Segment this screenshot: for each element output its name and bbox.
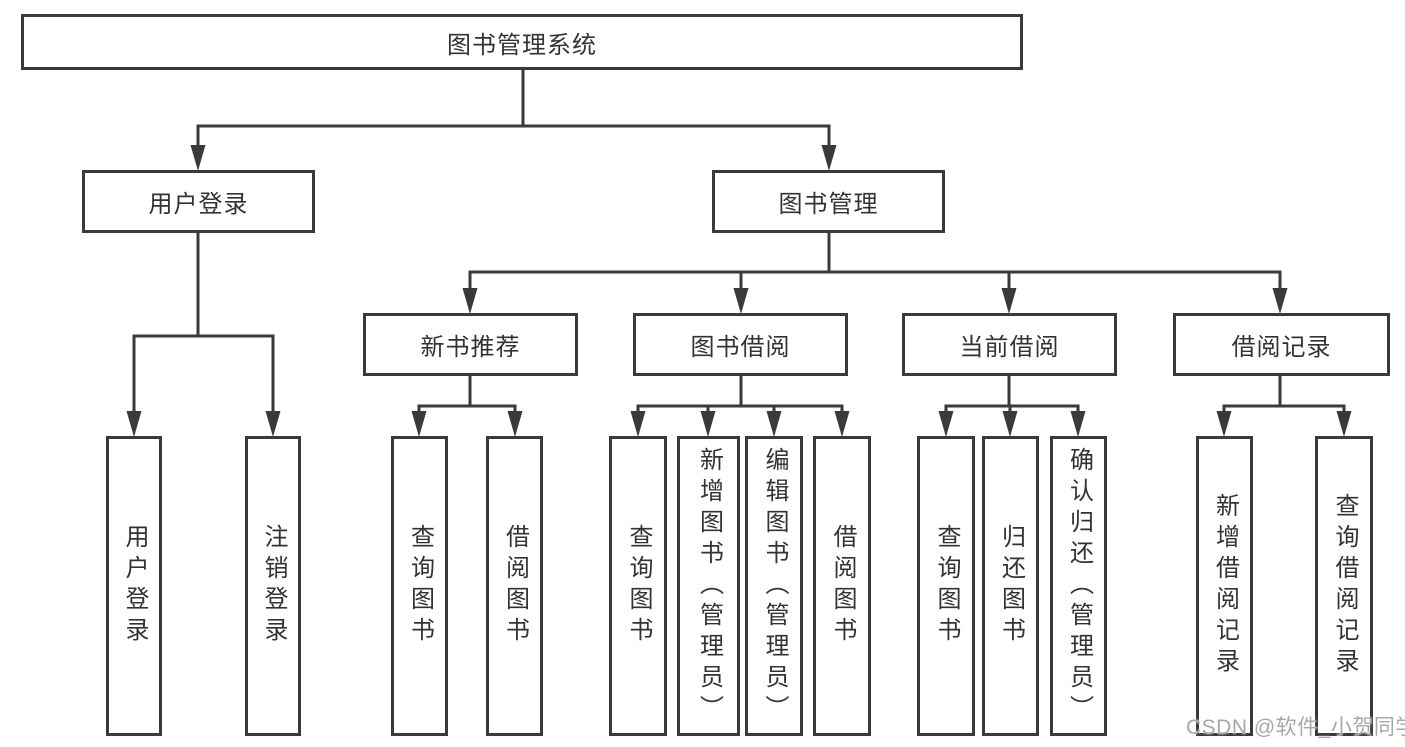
- leaf-logout: 注销登录: [245, 436, 301, 736]
- node-book-borrow: 图书借阅: [633, 313, 848, 376]
- arrowhead-icon: [1216, 411, 1232, 437]
- leaf-records-query-record: 查询借阅记录: [1315, 436, 1373, 736]
- arrowhead-icon: [1336, 411, 1352, 437]
- arrowhead-icon: [411, 411, 427, 437]
- leaf-current-query-books: 查询图书: [917, 436, 975, 736]
- leaf-borrow-query-books: 查询图书: [609, 436, 667, 736]
- arrowhead-icon: [1001, 288, 1017, 314]
- arrowhead-icon: [766, 411, 782, 437]
- arrowhead-icon: [1070, 411, 1086, 437]
- arrowhead-icon: [126, 411, 142, 437]
- leaf-current-confirm-return-admin: 确认归还（管理员）: [1050, 436, 1107, 736]
- leaf-newbook-borrow-books: 借阅图书: [486, 436, 543, 736]
- arrowhead-icon: [834, 411, 850, 437]
- leaf-borrow-borrow-books: 借阅图书: [813, 436, 871, 736]
- arrowhead-icon: [507, 411, 523, 437]
- arrowhead-icon: [1002, 411, 1018, 437]
- node-new-book-recommend: 新书推荐: [363, 313, 578, 376]
- leaf-records-add-record: 新增借阅记录: [1196, 436, 1253, 736]
- arrowheads: [126, 145, 1352, 437]
- node-borrow-records: 借阅记录: [1173, 313, 1390, 376]
- edge-root-bar: [196, 124, 831, 156]
- node-user-login: 用户登录: [82, 170, 315, 233]
- leaf-newbook-query-books: 查询图书: [391, 436, 448, 736]
- edge-newbook-bar: [417, 376, 517, 418]
- edge-bookmgmt-bar: [468, 270, 1282, 292]
- node-book-management: 图书管理: [712, 170, 945, 233]
- edge-bookborrow-bar: [636, 376, 844, 418]
- edge-userlogin-bar: [132, 334, 275, 416]
- arrowhead-icon: [190, 145, 206, 171]
- arrowhead-icon: [265, 411, 281, 437]
- node-root: 图书管理系统: [21, 14, 1023, 70]
- arrowhead-icon: [700, 411, 716, 437]
- leaf-user-login: 用户登录: [106, 436, 162, 736]
- arrowhead-icon: [462, 288, 478, 314]
- watermark: CSDN @软件_小贺同学: [1186, 716, 1405, 739]
- edge-borrowrecord-bar: [1222, 376, 1346, 418]
- arrowhead-icon: [630, 411, 646, 437]
- arrowhead-icon: [938, 411, 954, 437]
- arrowhead-icon: [1272, 288, 1288, 314]
- arrowhead-icon: [821, 145, 837, 171]
- leaf-current-return-books: 归还图书: [982, 436, 1039, 736]
- leaf-borrow-edit-books-admin: 编辑图书（管理员）: [745, 436, 803, 736]
- leaf-borrow-add-books-admin: 新增图书（管理员）: [677, 436, 740, 736]
- arrowhead-icon: [733, 288, 749, 314]
- node-current-borrow: 当前借阅: [902, 313, 1117, 376]
